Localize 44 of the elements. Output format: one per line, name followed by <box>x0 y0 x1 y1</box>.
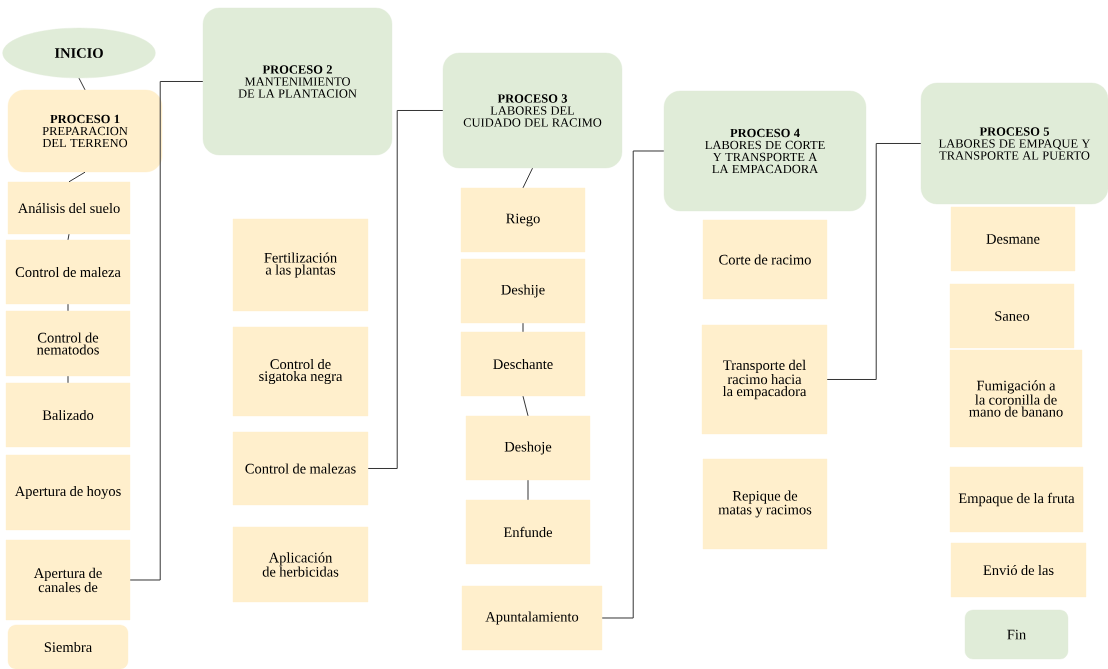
connector-line <box>522 322 524 333</box>
task-box: Control de sigatoka negra <box>232 326 369 417</box>
connector-line <box>67 233 70 241</box>
task-box: Deschante <box>460 331 586 397</box>
connector-line <box>129 81 204 581</box>
process-box: PROCESO 5 LABORES DE EMPAQUE Y TRANSPORTE AL PUERTO <box>920 82 1108 205</box>
process-box: PROCESO 2 MANTENIMIENTO DE LA PLANTACION <box>202 7 393 156</box>
task-box: Desmane <box>950 206 1076 272</box>
process-box: PROCESO 3 LABORES DEL CUIDADO DEL RACIMO <box>442 52 623 169</box>
process-box: PROCESO 1 PREPARACION DEL TERRENO <box>7 89 163 173</box>
end-box: Siembra <box>7 624 129 669</box>
task-box: Apertura de canales de <box>5 539 131 621</box>
connector-line <box>522 395 529 417</box>
task-box: Apuntalamiento <box>461 585 603 651</box>
task-box: Aplicación de herbicidas <box>232 526 369 603</box>
task-box: Empaque de la fruta <box>949 466 1084 533</box>
task-box: Fertilización a las plantas <box>232 218 369 312</box>
task-box: Control de nematodos <box>5 310 131 377</box>
connector-line <box>68 171 86 183</box>
task-box: Análisis del suelo <box>7 181 131 235</box>
task-box: Riego <box>460 187 586 253</box>
connector-line <box>67 375 69 384</box>
task-box: Repique de matas y racimos <box>702 458 828 550</box>
connector-line <box>826 143 922 380</box>
task-box: Saneo <box>949 283 1075 349</box>
end-box: Fin <box>964 609 1069 660</box>
connector-line <box>67 303 69 312</box>
connector-line <box>601 150 665 619</box>
task-box: Fumigación a la coronilla de mano de banano <box>949 349 1083 448</box>
connector-line <box>522 167 533 189</box>
task-box: Control de malezas <box>232 431 369 506</box>
task-box: Transporte del racimo hacia la empacadora <box>701 324 828 435</box>
task-box: Deshije <box>460 258 586 324</box>
task-box: Apertura de hoyos <box>5 454 131 531</box>
task-box: Enfunde <box>465 499 591 565</box>
connector-line <box>78 77 86 91</box>
connector-line <box>527 479 529 501</box>
task-box: Corte de racimo <box>702 219 828 300</box>
task-box: Control de maleza <box>5 239 131 305</box>
task-box: Balizado <box>5 382 131 448</box>
process-box: PROCESO 4 LABORES DE CORTE Y TRANSPORTE A LA EMPACADORA <box>663 90 867 212</box>
task-box: Deshoje <box>465 415 591 481</box>
connector-line <box>367 110 444 469</box>
task-box: Envió de las <box>950 542 1087 598</box>
